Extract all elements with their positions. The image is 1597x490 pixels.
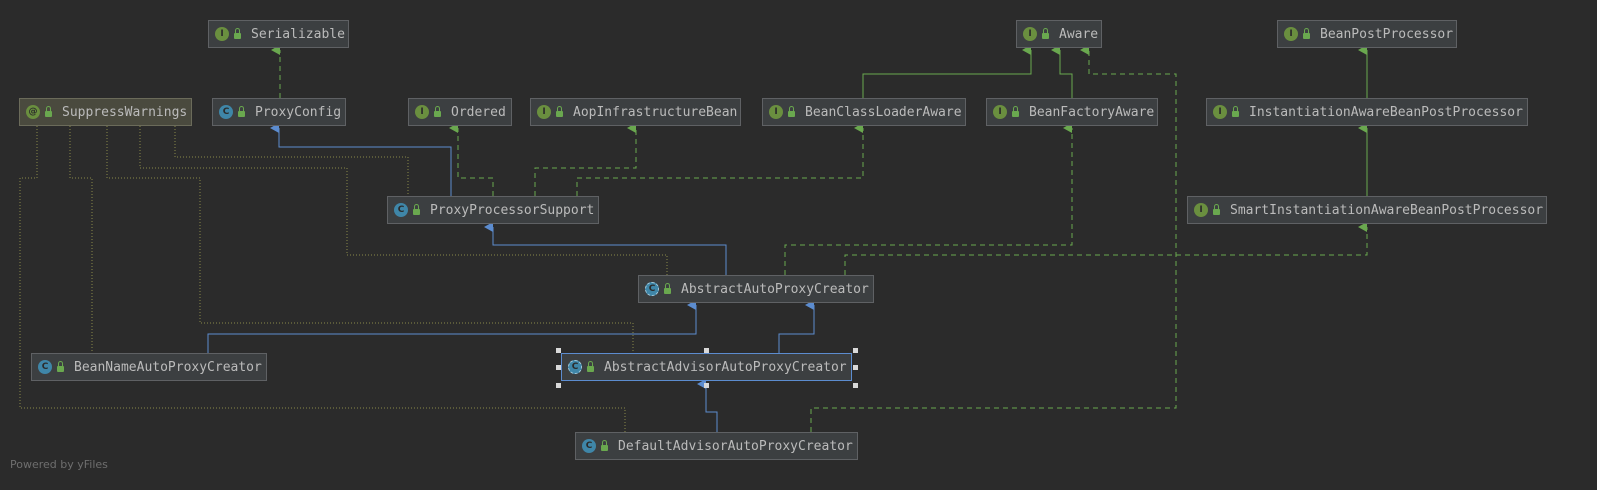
node-label: SuppressWarnings (62, 104, 188, 120)
edge-extends-class (697, 379, 718, 432)
public-lock-icon (601, 440, 608, 451)
selection-handle[interactable] (853, 365, 858, 370)
edge-implements (449, 123, 494, 196)
node-default-advisor-auto-proxy-creator[interactable]: C DefaultAdvisorAutoProxyCreator (575, 432, 858, 460)
edge-annotation (106, 126, 634, 353)
node-abstract-advisor-auto-proxy-creator[interactable]: C AbstractAdvisorAutoProxyCreator (561, 353, 852, 381)
node-ordered[interactable]: I Ordered (408, 98, 512, 126)
node-abstract-auto-proxy-creator[interactable]: C AbstractAutoProxyCreator (638, 275, 874, 303)
edge-implements (576, 123, 864, 196)
interface-icon: I (215, 27, 229, 41)
node-label: InstantiationAwareBeanPostProcessor (1249, 104, 1523, 120)
selection-handle[interactable] (556, 383, 561, 388)
public-lock-icon (1303, 28, 1310, 39)
edge-extends-interface (1051, 45, 1073, 98)
node-label: AbstractAutoProxyCreator (681, 281, 869, 297)
node-label: Ordered (451, 104, 506, 120)
public-lock-icon (434, 106, 441, 117)
edge-annotation (19, 126, 626, 432)
node-label: SmartInstantiationAwareBeanPostProcessor (1230, 202, 1544, 218)
selection-handle[interactable] (556, 365, 561, 370)
public-lock-icon (413, 204, 420, 215)
public-lock-icon (238, 106, 245, 117)
selection-handle[interactable] (853, 383, 858, 388)
interface-icon: I (1194, 203, 1208, 217)
edge-annotation (174, 126, 409, 196)
interface-icon: I (415, 105, 429, 119)
public-lock-icon (664, 283, 671, 294)
public-lock-icon (1012, 106, 1019, 117)
interface-icon: I (993, 105, 1007, 119)
class-icon: C (38, 360, 52, 374)
selection-handle[interactable] (556, 348, 561, 353)
public-lock-icon (1213, 204, 1220, 215)
node-label: AbstractAdvisorAutoProxyCreator (604, 359, 847, 375)
edge-implements (844, 222, 1368, 275)
class-icon: C (582, 439, 596, 453)
node-instantiation-aware-bean-post-processor[interactable]: I InstantiationAwareBeanPostProcessor (1206, 98, 1528, 126)
public-lock-icon (587, 361, 594, 372)
node-label: ProxyProcessorSupport (430, 202, 595, 218)
node-label: BeanClassLoaderAware (805, 104, 962, 120)
node-bean-factory-aware[interactable]: I BeanFactoryAware (986, 98, 1158, 126)
edge-extends-class (207, 300, 697, 353)
selection-handle[interactable] (704, 348, 709, 353)
interface-icon: I (537, 105, 551, 119)
interface-icon: I (769, 105, 783, 119)
abstract-class-icon: C (645, 282, 659, 296)
node-label: Aware (1059, 26, 1099, 42)
edge-implements (810, 45, 1177, 432)
class-icon: C (394, 203, 408, 217)
public-lock-icon (1232, 106, 1239, 117)
edge-implements (534, 123, 637, 196)
node-label: Serializable (251, 26, 345, 42)
selection-handle[interactable] (704, 383, 709, 388)
edge-implements (784, 123, 1073, 275)
node-label: DefaultAdvisorAutoProxyCreator (618, 438, 853, 454)
node-label: BeanFactoryAware (1029, 104, 1155, 120)
interface-icon: I (1284, 27, 1298, 41)
powered-by-label: Powered by yFiles (10, 458, 108, 471)
interface-icon: I (1213, 105, 1227, 119)
edge-extends-class (270, 123, 452, 196)
edge-extends-class (778, 300, 815, 353)
node-proxy-processor-support[interactable]: C ProxyProcessorSupport (387, 196, 599, 224)
node-bean-post-processor[interactable]: I BeanPostProcessor (1277, 20, 1457, 48)
abstract-class-icon: C (568, 360, 582, 374)
public-lock-icon (234, 28, 241, 39)
annotation-icon: @ (26, 105, 40, 119)
edge-extends-class (484, 222, 727, 275)
node-suppress-warnings[interactable]: @ SuppressWarnings (19, 98, 192, 126)
node-proxy-config[interactable]: C ProxyConfig (212, 98, 346, 126)
node-smart-instantiation-aware-bean-post-processor[interactable]: I SmartInstantiationAwareBeanPostProcess… (1187, 196, 1547, 224)
public-lock-icon (57, 361, 64, 372)
public-lock-icon (1042, 28, 1049, 39)
node-aware[interactable]: I Aware (1016, 20, 1102, 48)
selection-handle[interactable] (853, 348, 858, 353)
node-serializable[interactable]: I Serializable (208, 20, 349, 48)
edge-extends-interface (862, 45, 1032, 98)
class-icon: C (219, 105, 233, 119)
interface-icon: I (1023, 27, 1037, 41)
node-bean-name-auto-proxy-creator[interactable]: C BeanNameAutoProxyCreator (31, 353, 267, 381)
edge-annotation (69, 126, 93, 353)
node-aop-infrastructure-bean[interactable]: I AopInfrastructureBean (530, 98, 741, 126)
public-lock-icon (556, 106, 563, 117)
public-lock-icon (788, 106, 795, 117)
node-bean-class-loader-aware[interactable]: I BeanClassLoaderAware (762, 98, 966, 126)
public-lock-icon (45, 106, 52, 117)
node-label: ProxyConfig (255, 104, 342, 120)
node-label: BeanNameAutoProxyCreator (74, 359, 262, 375)
node-label: BeanPostProcessor (1320, 26, 1454, 42)
node-label: AopInfrastructureBean (573, 104, 738, 120)
